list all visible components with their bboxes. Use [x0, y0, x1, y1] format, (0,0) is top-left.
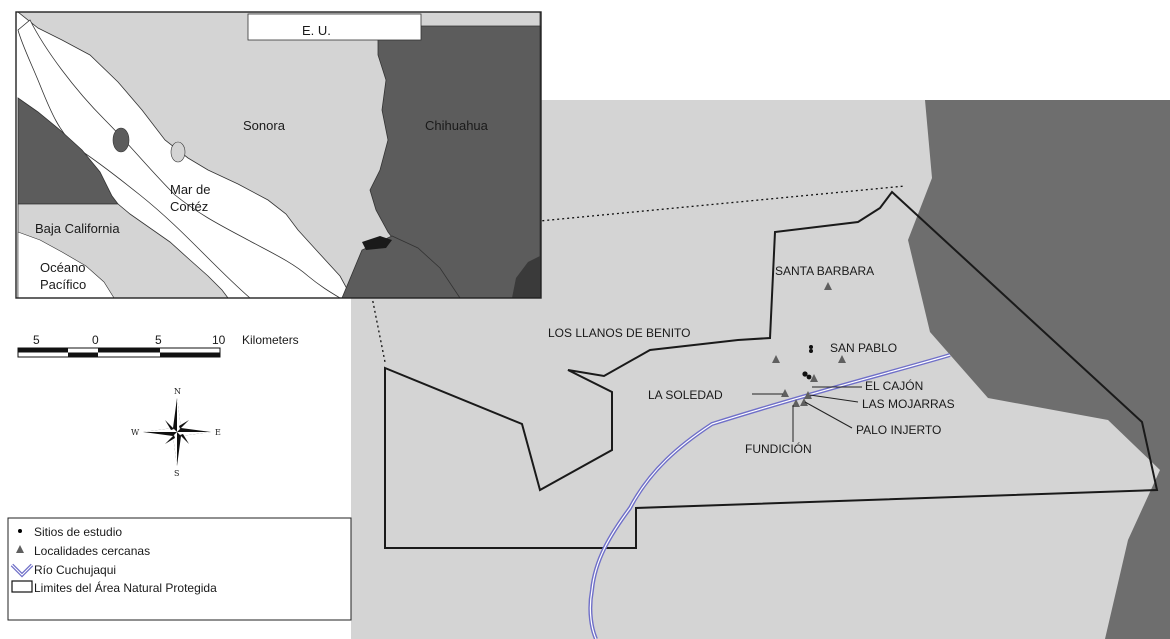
- label-los-llanos-de-benito: LOS LLANOS DE BENITO: [548, 326, 691, 340]
- locality-labels: SANTA BARBARA LOS LLANOS DE BENITO SAN P…: [548, 264, 955, 456]
- inset-connector-lines: [362, 185, 906, 363]
- compass-e: E: [215, 428, 221, 437]
- triangle-icon: [838, 355, 846, 363]
- triangle-icon: [792, 399, 800, 407]
- inset-dark-speck: [512, 256, 540, 298]
- label-fundicion: FUNDICIÓN: [745, 441, 812, 456]
- label-palo-injerto: PALO INJERTO: [856, 423, 941, 437]
- dot-icon: [802, 371, 808, 377]
- inset-eu-box: [247, 13, 422, 41]
- triangle-icon: [824, 282, 832, 290]
- legend-nearby-localities: Localidades cercanas: [34, 544, 150, 558]
- inset-dark-speck: [488, 276, 498, 290]
- inset-island: [112, 127, 130, 153]
- leader-lines: [752, 386, 862, 442]
- scale-unit-label: Kilometers: [242, 333, 299, 347]
- inset-focus-area: [362, 236, 392, 250]
- label-chihuahua: Chihuahua: [425, 118, 489, 133]
- label-la-soledad: LA SOLEDAD: [648, 388, 723, 402]
- main-map-dark-region: [908, 100, 1170, 639]
- legend-river: Río Cuchujaqui: [34, 563, 116, 577]
- label-el-cajon: EL CAJÓN: [865, 378, 923, 393]
- compass-n: N: [174, 387, 181, 396]
- legend-protected-area: Limites del Área Natural Protegida: [34, 580, 217, 595]
- legend-study-sites: Sitios de estudio: [34, 525, 122, 539]
- label-pacifico: Pacífico: [40, 277, 86, 292]
- label-mar-de: Mar de: [170, 182, 210, 197]
- scale-tick-label: 5: [155, 333, 162, 347]
- dot-icon: [809, 345, 813, 349]
- scale-bar: 5 0 5 10 Kilometers: [17, 333, 299, 358]
- inset-frame: [15, 11, 542, 299]
- triangle-icon: [781, 389, 789, 397]
- dot-icon: [18, 529, 22, 533]
- study-site-markers: [802, 345, 813, 380]
- triangle-icon: [800, 398, 808, 406]
- label-las-mojarras: LAS MOJARRAS: [862, 397, 955, 411]
- label-san-pablo: SAN PABLO: [830, 341, 897, 355]
- label-baja-california: Baja California: [35, 221, 120, 236]
- boundary-icon: [11, 580, 33, 593]
- label-cortez: Cortéz: [170, 199, 208, 214]
- scale-tick-label: 0: [92, 333, 99, 347]
- legend: Sitios de estudio Localidades cercanas R…: [7, 517, 352, 621]
- rio-cuchujaqui: [588, 353, 951, 639]
- dot-icon: [806, 374, 812, 380]
- main-map: SANTA BARBARA LOS LLANOS DE BENITO SAN P…: [351, 100, 1170, 639]
- scale-tick-label: 10: [212, 333, 226, 347]
- label-sonora: Sonora: [243, 118, 286, 133]
- triangle-icon: [804, 391, 812, 399]
- protected-area-boundary: [384, 190, 1159, 549]
- legend-frame: [7, 517, 352, 621]
- label-santa-barbara: SANTA BARBARA: [775, 264, 874, 278]
- inset-map: E. U. Sonora Chihuahua Mar de Cortéz Baj…: [15, 11, 542, 299]
- compass-rose: N S E W: [131, 387, 221, 478]
- triangle-icon: [810, 374, 818, 382]
- compass-s: S: [174, 469, 179, 478]
- inset-island: [170, 141, 186, 163]
- label-eu: E. U.: [302, 23, 331, 38]
- dot-icon: [809, 349, 813, 353]
- triangle-icon: [16, 545, 24, 553]
- scale-tick-label: 5: [33, 333, 40, 347]
- triangle-icon: [772, 355, 780, 363]
- locality-markers: [772, 282, 846, 407]
- compass-w: W: [131, 428, 140, 437]
- label-oceano: Océano: [40, 260, 86, 275]
- river-icon: [10, 563, 34, 578]
